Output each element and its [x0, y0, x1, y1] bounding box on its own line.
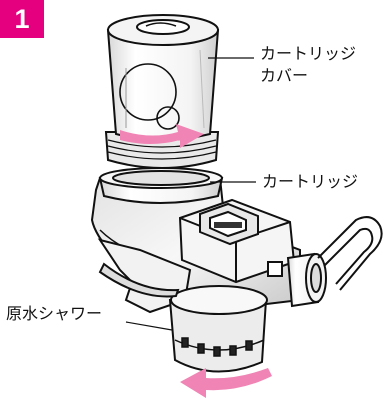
label-cartridge-cover-line2: カバー: [260, 66, 309, 85]
rotate-arrow-bottom: [180, 368, 272, 398]
switch-block: [178, 198, 296, 284]
outlet-nozzle: [286, 252, 327, 308]
cartridge-cover-part: [104, 14, 220, 169]
rotate-arrow-top: [120, 124, 204, 148]
leader-raw-water-shower: [125, 321, 173, 331]
mounting-handle: [317, 216, 383, 291]
step-number-badge: 1: [0, 0, 44, 38]
label-cartridge: カートリッジ: [262, 172, 359, 191]
label-cartridge-cover-line1: カートリッジ: [260, 44, 357, 63]
valve-body: [97, 238, 268, 373]
label-raw-water-shower: 原水シャワー: [6, 304, 103, 323]
leader-lines: [125, 57, 256, 331]
cartridge-part: [98, 167, 224, 204]
